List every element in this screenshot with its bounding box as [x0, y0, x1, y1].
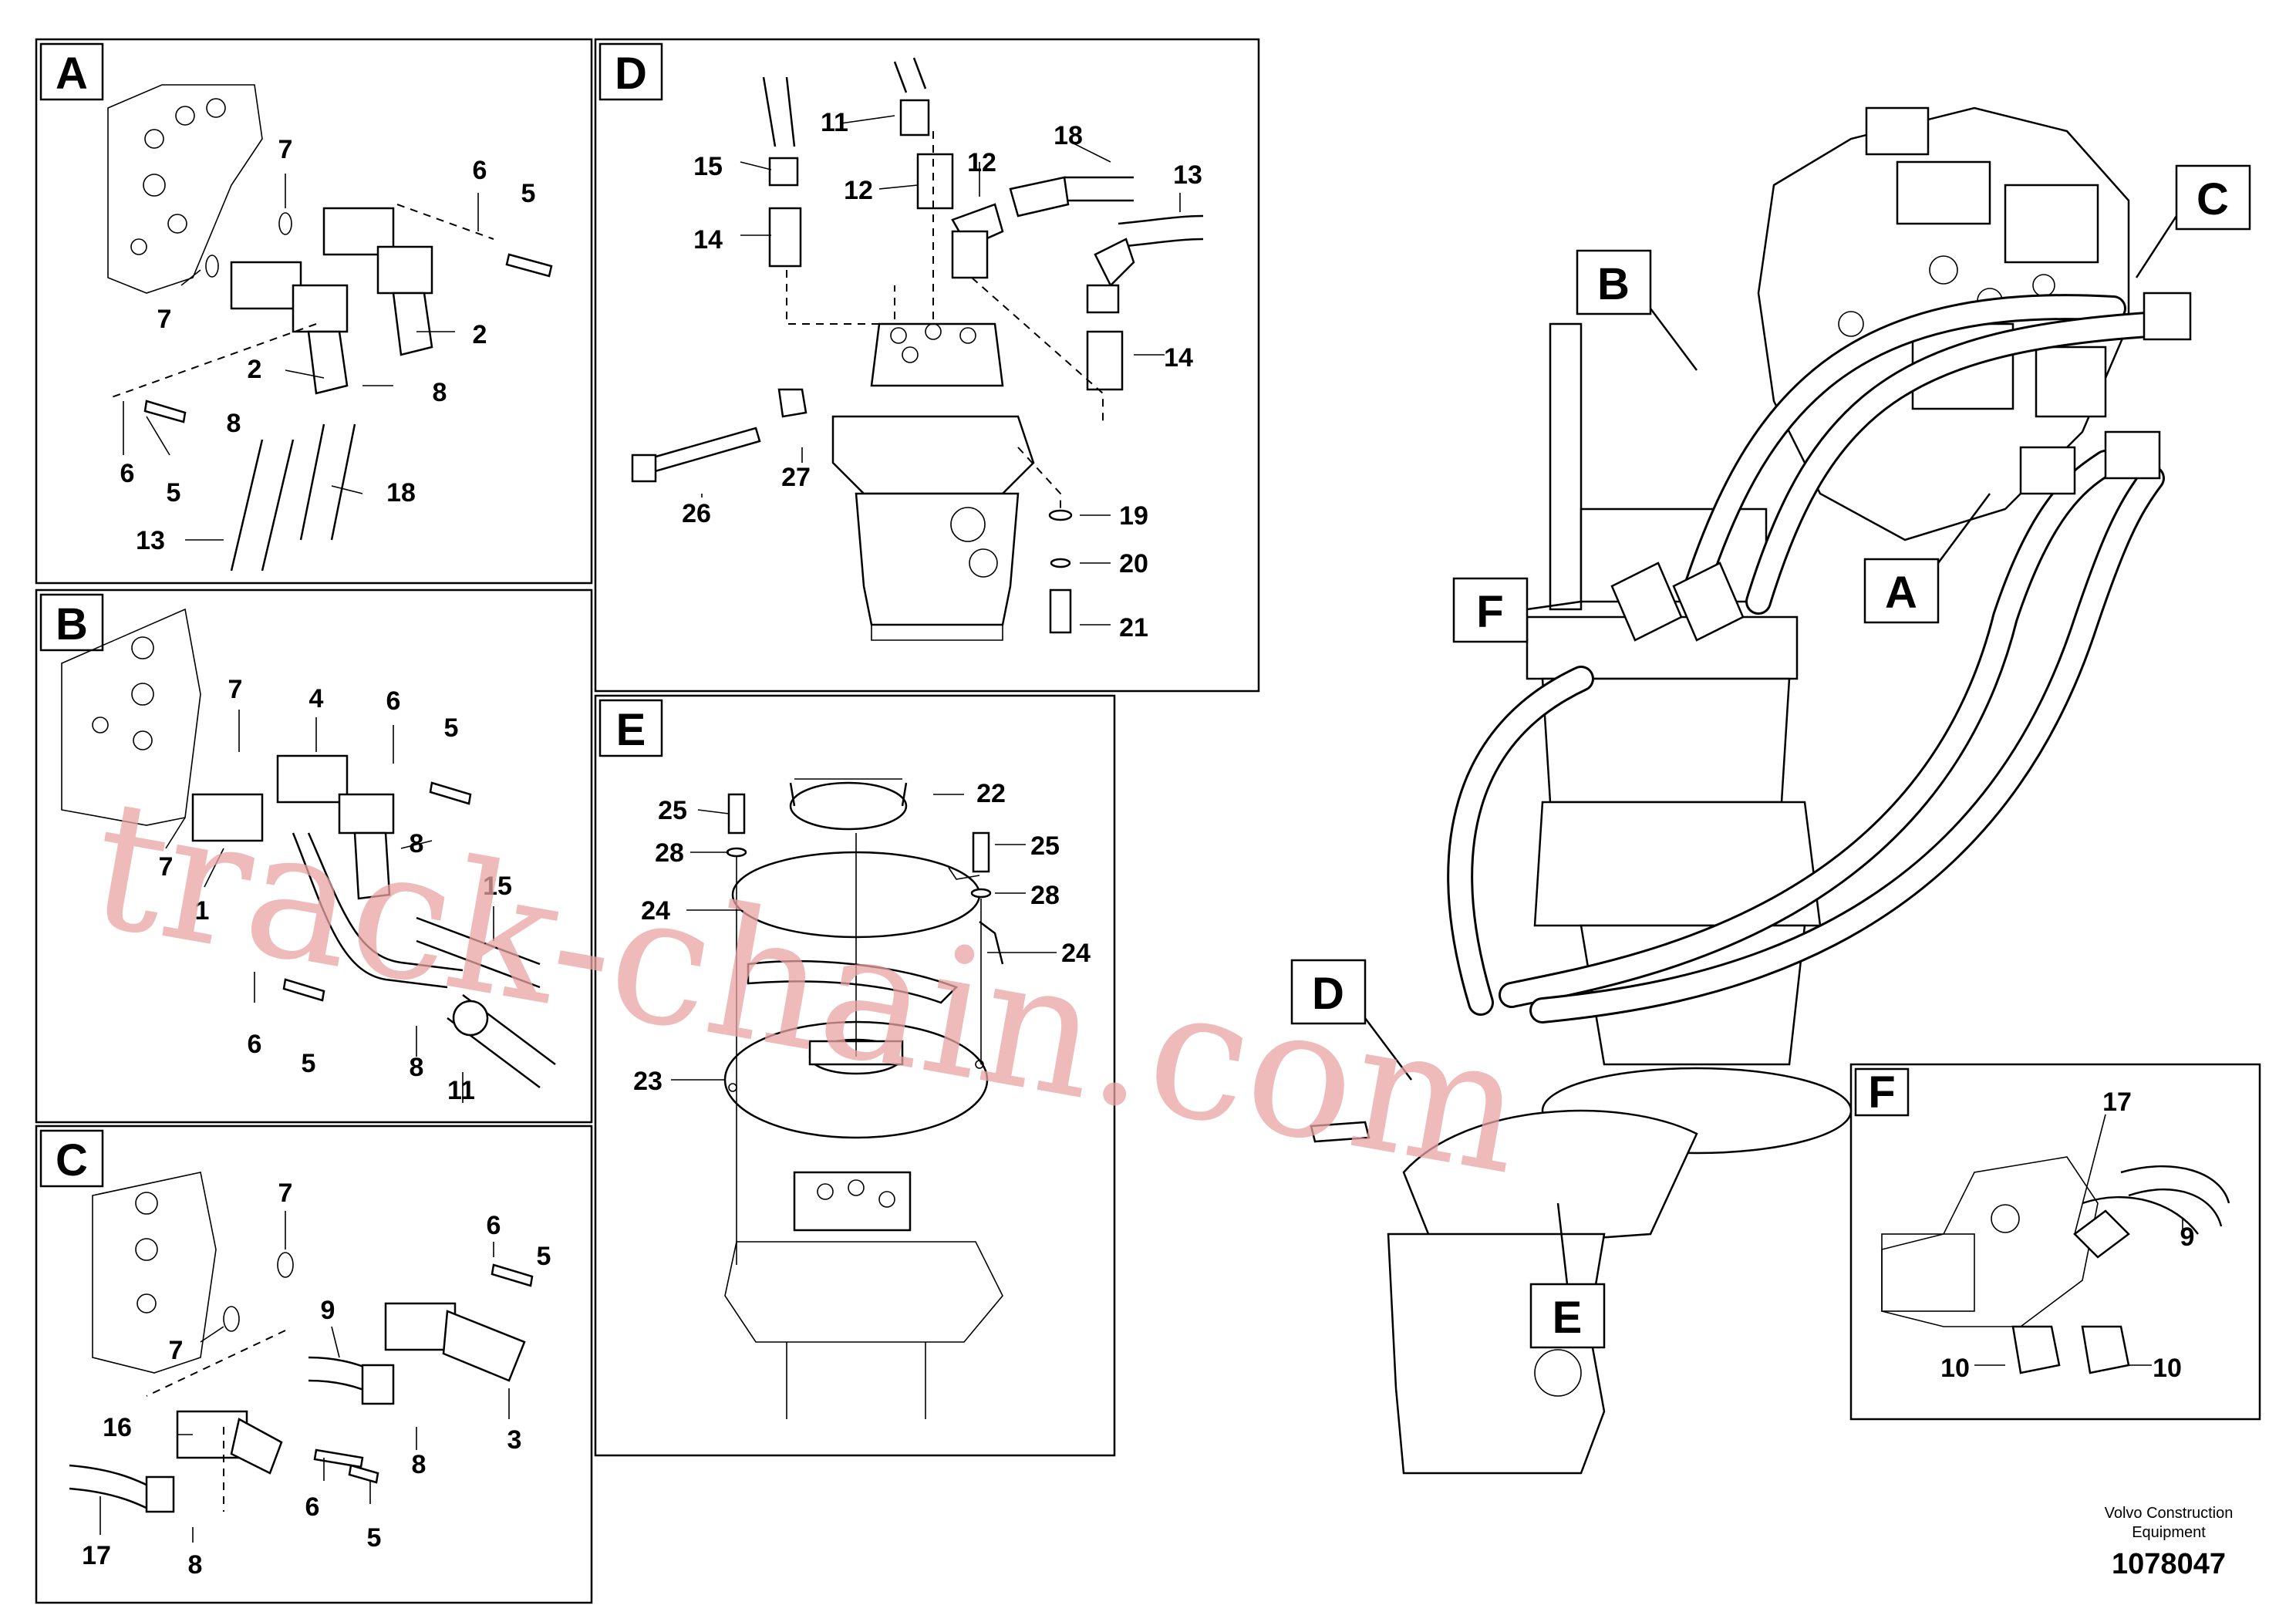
callout: 3 [507, 1425, 522, 1455]
svg-text:A: A [1885, 568, 1917, 618]
callout: 11 [821, 108, 848, 137]
footer-company: Volvo Construction [2105, 1505, 2234, 1522]
panel-f: F 17 9 10 10 [1849, 1063, 2261, 1421]
callout: 11 [447, 1076, 475, 1105]
callout: 17 [82, 1541, 111, 1570]
callout: 27 [781, 463, 811, 492]
panel-f-callouts: 17 9 10 10 [1940, 1088, 2194, 1383]
callout: 6 [487, 1211, 501, 1240]
callout: 25 [1030, 831, 1060, 861]
svg-text:D: D [1312, 969, 1344, 1019]
callout: 9 [2180, 1222, 2195, 1252]
callout: 6 [305, 1492, 320, 1522]
overview-label-b: B [1576, 249, 1698, 371]
callout: 7 [278, 135, 293, 164]
callout: 15 [693, 152, 723, 181]
callout: 25 [658, 796, 687, 825]
panel-c-letter: C [56, 1135, 88, 1185]
callout: 6 [248, 1030, 262, 1059]
overview-label-d: D [1290, 959, 1412, 1081]
callout: 17 [2102, 1088, 2132, 1117]
panel-c-callouts: 7 6 5 9 7 16 3 8 6 5 17 8 [82, 1179, 551, 1580]
callout: 2 [248, 355, 262, 384]
callout: 14 [1164, 343, 1193, 373]
panel-b: B 7 4 6 5 8 7 1 15 6 5 8 11 [35, 588, 593, 1124]
callout: 6 [386, 686, 401, 716]
callout: 5 [537, 1242, 551, 1271]
svg-text:C: C [2197, 174, 2229, 224]
overview-label-a: A [1863, 493, 1991, 624]
callout: 13 [136, 526, 165, 555]
panel-d: D [594, 38, 1260, 693]
callout: 18 [1054, 121, 1083, 150]
svg-text:F: F [1476, 587, 1503, 637]
callout: 26 [682, 499, 711, 528]
callout: 20 [1119, 549, 1148, 578]
callout: 5 [444, 713, 459, 743]
panel-a: A 7 6 5 7 2 2 8 8 [35, 38, 593, 585]
callout: 6 [120, 459, 135, 488]
callout: 5 [167, 478, 181, 508]
footer: Volvo Construction Equipment 1078047 [2105, 1505, 2234, 1580]
panel-b-letter: B [56, 599, 88, 649]
callout: 19 [1119, 501, 1148, 531]
callout: 2 [473, 320, 487, 349]
drawing-id: 1078047 [2112, 1548, 2226, 1580]
callout: 23 [633, 1067, 663, 1096]
callout: 16 [103, 1413, 132, 1442]
callout: 28 [655, 838, 684, 868]
callout: 7 [278, 1179, 293, 1208]
callout: 8 [412, 1450, 426, 1479]
callout: 8 [410, 829, 424, 858]
callout: 12 [844, 176, 873, 205]
svg-text:E: E [1553, 1293, 1583, 1343]
overview-assembly: C B A F D E [1290, 106, 2251, 1475]
callout: 4 [309, 684, 324, 713]
callout: 10 [1940, 1354, 1970, 1383]
callout: 14 [693, 225, 723, 255]
callout: 7 [159, 852, 174, 882]
callout: 8 [410, 1053, 424, 1082]
callout: 8 [188, 1550, 203, 1580]
panel-f-letter: F [1868, 1067, 1895, 1118]
callout: 7 [169, 1336, 184, 1365]
panel-d-letter: D [615, 49, 647, 99]
callout: 5 [302, 1049, 316, 1078]
panel-e-callouts: 22 25 25 28 28 24 24 23 [633, 779, 1091, 1096]
panel-c: C 7 6 5 9 7 16 3 8 6 5 17 8 [35, 1125, 593, 1604]
panel-a-callouts: 7 6 5 7 2 2 8 8 6 5 18 13 [120, 135, 536, 555]
callout: 7 [157, 305, 172, 334]
callout: 15 [483, 872, 512, 901]
callout: 12 [967, 148, 996, 177]
callout: 8 [433, 378, 447, 407]
callout: 13 [1173, 160, 1202, 190]
overview-label-c: C [2135, 164, 2251, 278]
callout: 10 [2153, 1354, 2182, 1383]
callout: 24 [641, 896, 670, 926]
panel-d-callouts: 11 15 12 18 13 12 14 14 26 27 19 20 21 [682, 108, 1202, 642]
svg-text:B: B [1597, 259, 1630, 309]
callout: 9 [321, 1296, 335, 1325]
callout: 8 [227, 409, 241, 438]
callout: 5 [521, 179, 536, 208]
callout: 22 [976, 779, 1006, 808]
panel-b-callouts: 7 4 6 5 8 7 1 15 6 5 8 11 [159, 675, 512, 1105]
panel-e-letter: E [616, 705, 646, 755]
callout: 1 [195, 896, 210, 926]
overview-label-e: E [1529, 1202, 1606, 1349]
callout: 5 [367, 1523, 382, 1553]
panel-e: E 22 25 25 28 28 24 [594, 694, 1116, 1457]
overview-label-f: F [1452, 577, 1582, 643]
callout: 28 [1030, 881, 1060, 910]
callout: 18 [386, 478, 416, 508]
footer-company-2: Equipment [2132, 1524, 2206, 1541]
callout: 24 [1061, 939, 1091, 968]
callout: 6 [473, 156, 487, 185]
panel-a-letter: A [56, 49, 88, 99]
callout: 21 [1119, 613, 1148, 642]
callout: 7 [228, 675, 243, 704]
watermark: track-chain.com [77, 760, 1537, 1215]
